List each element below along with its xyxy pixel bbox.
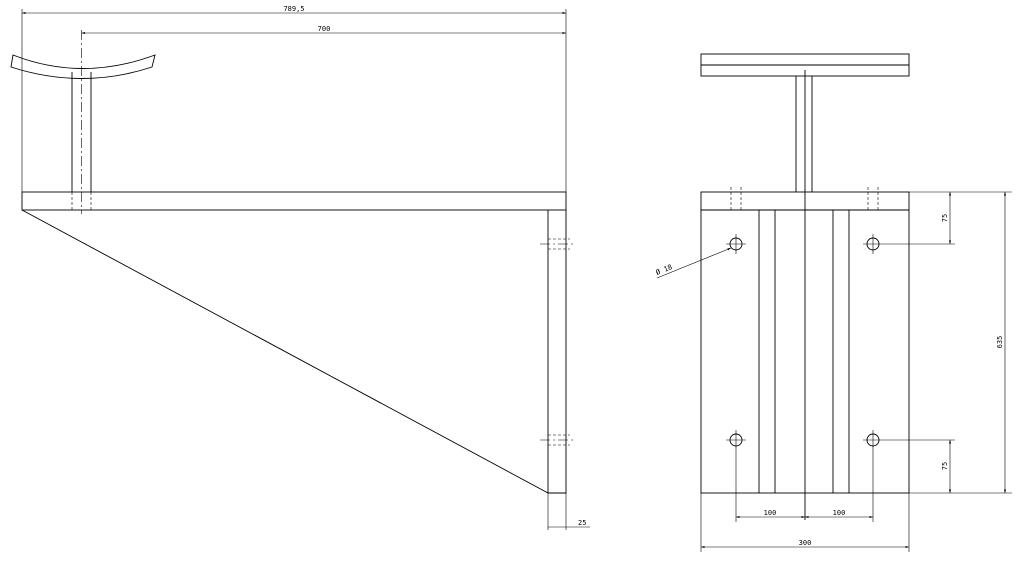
- bolt-hole-bottom-left: [726, 430, 746, 450]
- dim-overall-length: 789,5: [22, 5, 566, 15]
- dim-top-offset-label: 75: [941, 214, 949, 222]
- dim-overall-length-label: 789,5: [283, 5, 304, 13]
- dim-hole-diameter-label: Ø 18: [655, 263, 674, 277]
- front-view: Ø 18 75 75 635 100: [655, 53, 1012, 552]
- dim-left-spacing-label: 100: [764, 509, 777, 517]
- front-post: [795, 76, 813, 192]
- side-vertical-plate: [547, 210, 567, 494]
- side-view: 789,5 700 25: [10, 5, 590, 530]
- dim-post-to-end-label: 700: [318, 25, 331, 33]
- side-post: [71, 30, 92, 214]
- dim-left-spacing: 100: [736, 509, 805, 519]
- dim-hole-diameter: Ø 18: [655, 247, 732, 279]
- side-curved-saddle: [10, 54, 156, 79]
- bolt-hole-bottom-right: [863, 430, 883, 450]
- dim-plate-thickness: 25: [548, 519, 590, 528]
- dim-bottom-offset-label: 75: [941, 462, 949, 470]
- dim-right-spacing-label: 100: [833, 509, 846, 517]
- dim-plate-width: 300: [701, 539, 909, 549]
- side-top-beam: [21, 191, 567, 211]
- front-top-hidden-bolts: [730, 187, 879, 210]
- bolt-hole-top-right: [863, 234, 883, 254]
- dim-plate-thickness-label: 25: [578, 519, 586, 527]
- front-ribs: [758, 70, 850, 520]
- dim-bottom-offset: 75: [941, 440, 952, 493]
- dim-right-spacing: 100: [805, 509, 873, 519]
- dim-post-to-end: 700: [81, 25, 566, 35]
- side-diagonal-brace: [21, 209, 549, 494]
- side-upper-bolt: [540, 238, 574, 250]
- dim-plate-width-label: 300: [799, 539, 812, 547]
- bolt-hole-top-left: [726, 234, 746, 254]
- dim-plate-height-label: 635: [996, 336, 1004, 349]
- dim-top-offset: 75: [941, 192, 952, 244]
- side-lower-bolt: [540, 434, 574, 446]
- dim-plate-height: 635: [996, 192, 1007, 493]
